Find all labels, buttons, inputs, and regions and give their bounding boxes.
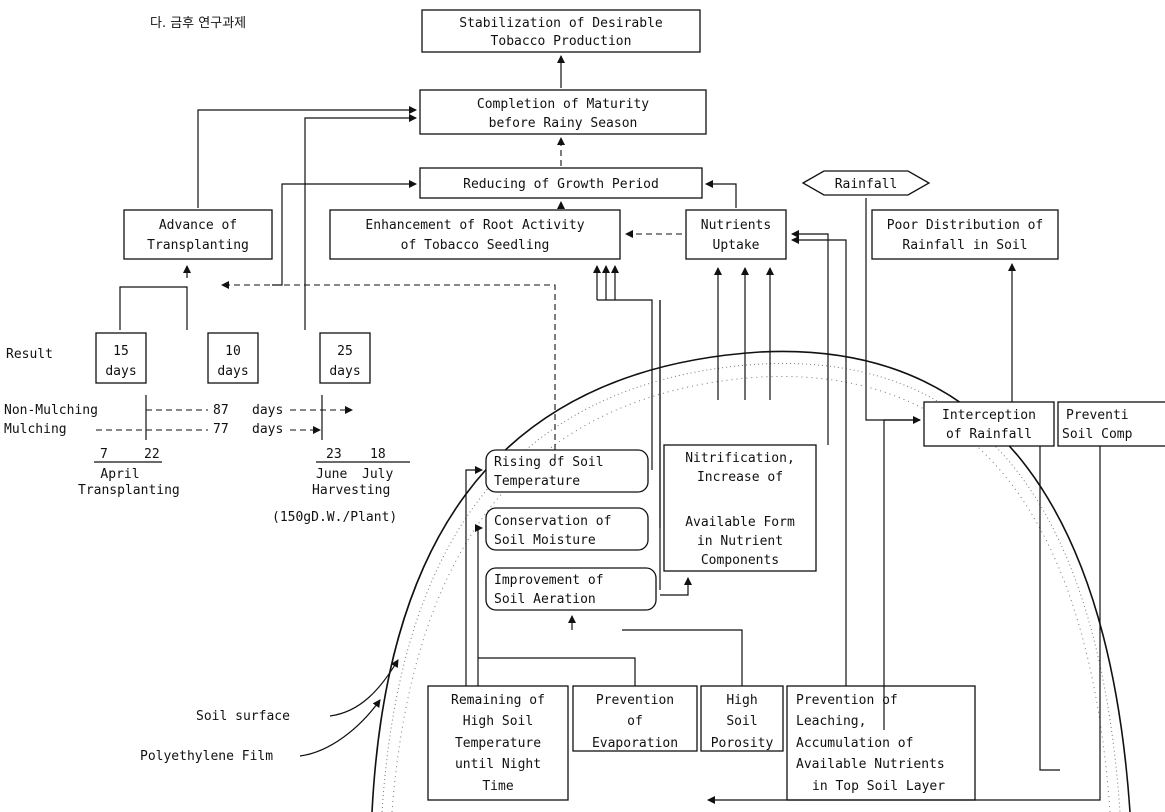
svg-text:days: days bbox=[252, 422, 283, 437]
svg-text:Improvement of: Improvement of bbox=[494, 573, 604, 588]
box-conservation-soil-moisture: Conservation of Soil Moisture bbox=[485, 507, 649, 551]
svg-text:days: days bbox=[329, 364, 360, 379]
svg-text:Leaching,: Leaching, bbox=[796, 714, 866, 729]
box-nitrification: Nitrification, Increase of Available For… bbox=[663, 444, 817, 572]
svg-text:23: 23 bbox=[326, 447, 342, 462]
box-stabilization: Stabilization of Desirable Tobacco Produ… bbox=[421, 9, 701, 53]
korean-title: 다. 금후 연구과제 bbox=[150, 16, 246, 31]
svg-text:Tobacco Production: Tobacco Production bbox=[491, 34, 632, 49]
svg-text:Harvesting: Harvesting bbox=[312, 483, 390, 498]
box-interception-of-rainfall: Interception of Rainfall bbox=[923, 401, 1055, 447]
svg-text:Transplanting: Transplanting bbox=[147, 238, 249, 253]
svg-text:days: days bbox=[217, 364, 248, 379]
svg-text:Evaporation: Evaporation bbox=[592, 736, 678, 751]
svg-text:Accumulation of: Accumulation of bbox=[796, 736, 913, 751]
svg-text:June: June bbox=[316, 467, 347, 482]
svg-text:Preventi: Preventi bbox=[1066, 408, 1129, 423]
svg-text:Prevention: Prevention bbox=[596, 693, 674, 708]
svg-text:Poor Distribution of: Poor Distribution of bbox=[887, 218, 1044, 233]
svg-text:10: 10 bbox=[225, 344, 241, 359]
svg-text:High Soil: High Soil bbox=[463, 714, 533, 729]
box-rising-soil-temperature: Rising of Soil Temperature bbox=[485, 449, 649, 493]
timeline-mulching-rows: Non-Mulching Mulching 87 days 77 days 7 … bbox=[4, 395, 410, 525]
box-completion-of-maturity: Completion of Maturity before Rainy Seas… bbox=[419, 89, 707, 135]
svg-text:in Nutrient: in Nutrient bbox=[697, 534, 783, 549]
svg-text:Available Nutrients: Available Nutrients bbox=[796, 757, 945, 772]
svg-text:Advance of: Advance of bbox=[159, 218, 237, 233]
polyethylene-film-label: Polyethylene Film bbox=[140, 699, 381, 764]
svg-text:Available Form: Available Form bbox=[685, 515, 795, 530]
svg-text:Temperature: Temperature bbox=[455, 736, 541, 751]
box-poor-distribution: Poor Distribution of Rainfall in Soil bbox=[871, 209, 1059, 260]
box-nutrients-uptake: Nutrients Uptake bbox=[685, 209, 787, 260]
svg-text:Soil: Soil bbox=[726, 714, 757, 729]
svg-text:days: days bbox=[105, 364, 136, 379]
svg-text:Non-Mulching: Non-Mulching bbox=[4, 403, 98, 418]
svg-text:Result: Result bbox=[6, 347, 53, 362]
svg-text:Rising of Soil: Rising of Soil bbox=[494, 455, 604, 470]
svg-text:July: July bbox=[362, 467, 393, 482]
svg-text:22: 22 bbox=[144, 447, 160, 462]
svg-text:High: High bbox=[726, 693, 757, 708]
svg-text:Soil Comp: Soil Comp bbox=[1062, 427, 1133, 442]
svg-text:Completion of Maturity: Completion of Maturity bbox=[477, 97, 649, 112]
svg-text:Porosity: Porosity bbox=[711, 736, 774, 751]
svg-text:Soil Moisture: Soil Moisture bbox=[494, 533, 596, 548]
svg-text:Nutrients: Nutrients bbox=[701, 218, 771, 233]
svg-text:Temperature: Temperature bbox=[494, 474, 580, 489]
svg-text:Transplanting: Transplanting bbox=[78, 483, 180, 498]
timeline-results: Result 15 days 10 days 25 days bbox=[6, 332, 371, 384]
svg-text:Rainfall in Soil: Rainfall in Soil bbox=[902, 238, 1027, 253]
svg-text:until Night: until Night bbox=[455, 757, 541, 772]
svg-text:Mulching: Mulching bbox=[4, 422, 67, 437]
soil-mound bbox=[371, 350, 1131, 812]
svg-text:Increase of: Increase of bbox=[697, 470, 783, 485]
svg-text:Stabilization of Desirable: Stabilization of Desirable bbox=[459, 16, 663, 31]
svg-text:87: 87 bbox=[213, 403, 229, 418]
rainfall-diamond: Rainfall bbox=[801, 170, 931, 196]
svg-text:Components: Components bbox=[701, 553, 779, 568]
box-remaining-high-soil-temperature: Remaining of High Soil Temperature until… bbox=[427, 685, 569, 801]
svg-text:77: 77 bbox=[213, 422, 229, 437]
svg-text:7: 7 bbox=[100, 447, 108, 462]
svg-text:(150gD.W./Plant): (150gD.W./Plant) bbox=[272, 510, 397, 525]
svg-text:of: of bbox=[627, 714, 643, 729]
svg-text:Enhancement of Root Activity: Enhancement of Root Activity bbox=[365, 218, 584, 233]
svg-text:25: 25 bbox=[337, 344, 353, 359]
box-improvement-soil-aeration: Improvement of Soil Aeration bbox=[485, 567, 657, 611]
svg-text:in Top Soil Layer: in Top Soil Layer bbox=[812, 779, 945, 794]
svg-text:Interception: Interception bbox=[942, 408, 1036, 423]
soil-surface-label: Soil surface bbox=[196, 659, 399, 724]
svg-text:Polyethylene Film: Polyethylene Film bbox=[140, 749, 273, 764]
svg-text:Conservation of: Conservation of bbox=[494, 514, 611, 529]
svg-text:Soil surface: Soil surface bbox=[196, 709, 290, 724]
box-enhancement-root-activity: Enhancement of Root Activity of Tobacco … bbox=[329, 209, 621, 260]
box-prevention-of-evaporation: Prevention of Evaporation bbox=[572, 685, 698, 752]
box-prevention-of-leaching: Prevention of Leaching, Accumulation of … bbox=[786, 685, 976, 801]
box-high-soil-porosity: High Soil Porosity bbox=[700, 685, 784, 752]
svg-text:Nitrification,: Nitrification, bbox=[685, 451, 795, 466]
svg-text:April: April bbox=[100, 467, 139, 482]
box-reducing-growth-period: Reducing of Growth Period bbox=[419, 167, 703, 199]
svg-text:before Rainy Season: before Rainy Season bbox=[489, 116, 638, 131]
svg-text:Rainfall: Rainfall bbox=[835, 177, 898, 192]
svg-text:Remaining of: Remaining of bbox=[451, 693, 545, 708]
box-prevention-soil-compaction: Preventi Soil Comp bbox=[1057, 401, 1165, 447]
svg-text:18: 18 bbox=[370, 447, 386, 462]
svg-text:15: 15 bbox=[113, 344, 129, 359]
svg-text:Soil Aeration: Soil Aeration bbox=[494, 592, 596, 607]
svg-text:Reducing of Growth Period: Reducing of Growth Period bbox=[463, 177, 659, 192]
svg-text:of Tobacco Seedling: of Tobacco Seedling bbox=[401, 238, 550, 253]
svg-text:Uptake: Uptake bbox=[713, 238, 760, 253]
box-advance-of-transplanting: Advance of Transplanting bbox=[123, 209, 273, 260]
svg-text:Prevention of: Prevention of bbox=[796, 693, 898, 708]
connector-arrows bbox=[119, 55, 1101, 804]
svg-text:Time: Time bbox=[482, 779, 513, 794]
svg-text:of Rainfall: of Rainfall bbox=[946, 427, 1032, 442]
svg-text:days: days bbox=[252, 403, 283, 418]
